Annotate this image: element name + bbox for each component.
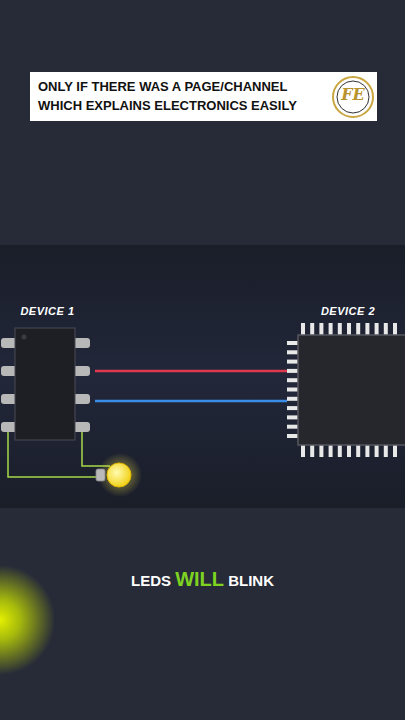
ic-qfp	[287, 323, 405, 457]
device-chip: DEVICE 1	[0, 305, 95, 442]
led-glow	[0, 565, 55, 675]
device-label: DEVICE 1	[0, 305, 95, 317]
device-label: DEVICE 2	[287, 305, 405, 317]
signal-wire	[95, 400, 287, 403]
banner-title: ONLY IF THERE WAS A PAGE/CHANNEL WHICH E…	[38, 77, 330, 115]
caption: LEDS WILL BLINK	[0, 568, 405, 591]
bulb-base	[96, 469, 105, 481]
logo-text: FE	[333, 85, 373, 104]
ic-dip8	[1, 328, 90, 440]
banner	[30, 72, 377, 121]
signal-wire	[95, 370, 287, 373]
logo-ring	[333, 77, 373, 117]
bulb	[107, 463, 131, 487]
device-chip: DEVICE 2	[287, 305, 405, 459]
